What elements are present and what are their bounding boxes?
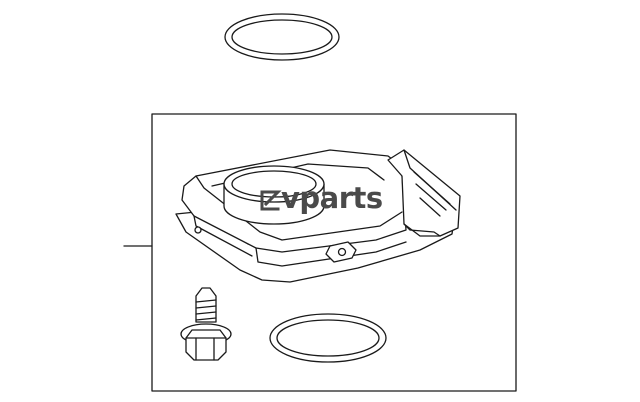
connector-rib-3 [419, 197, 441, 217]
bolt-hex-head [185, 329, 227, 361]
lower-o-ring [269, 313, 387, 363]
bolt-thread-2 [195, 305, 217, 309]
housing-top-face [195, 175, 403, 241]
housing-mount-hole-left [194, 226, 202, 234]
bolt-thread-1 [195, 299, 217, 303]
connector-latch [403, 223, 441, 237]
connector-rib-2 [415, 183, 447, 211]
watermark-logo-icon [260, 190, 282, 211]
bolt-thread-3 [195, 311, 217, 315]
flange-bolt [180, 287, 232, 361]
bolt-shank [195, 287, 217, 323]
connector-rib-1 [413, 171, 451, 205]
igniter-dome-top [223, 165, 325, 203]
control-unit-housing [175, 149, 461, 283]
housing-side-step [255, 241, 407, 267]
assembly-frame [151, 113, 517, 392]
housing-lower-step [193, 215, 253, 257]
bolt-thread-4 [195, 317, 217, 321]
watermark: vparts [260, 181, 383, 215]
upper-o-ring [224, 13, 340, 61]
watermark-text: vparts [281, 181, 383, 215]
housing-mount-hole-right [337, 247, 347, 257]
